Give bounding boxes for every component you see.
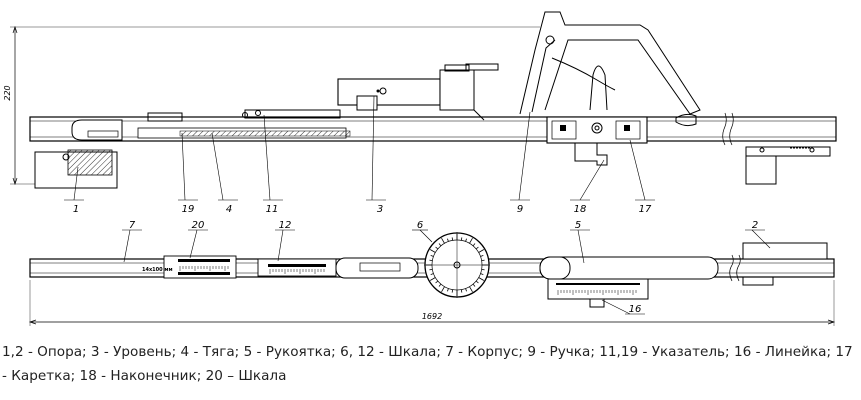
callout-1: 1 [73, 204, 79, 215]
dial-tick [460, 237, 463, 241]
callout-12: 12 [279, 220, 292, 231]
dial-tick [480, 255, 484, 257]
dial-tick [460, 289, 463, 293]
callout-4: 4 [226, 204, 232, 215]
callout-20: 20 [192, 220, 205, 231]
dial-tick [430, 255, 434, 257]
dimension-length: 1692 [422, 312, 442, 321]
dial-tick [451, 237, 454, 241]
dial-tick [472, 283, 476, 287]
dial-tick [441, 286, 445, 293]
dial-tick [480, 273, 484, 275]
callout-18: 18 [574, 204, 587, 215]
dial-tick [429, 259, 433, 262]
dial-tick [435, 246, 439, 250]
technical-drawing: 14x100 мм 1 19 4 11 3 9 18 17 7 20 12 6 … [3, 11, 837, 326]
dial-tick [469, 286, 473, 293]
dial-tick [472, 243, 476, 247]
dial-tick [465, 238, 467, 242]
dial-tick [435, 280, 439, 284]
callout-16: 16 [629, 304, 642, 315]
dial-tick [465, 288, 467, 292]
dial-tick [447, 288, 449, 292]
dial-tick [469, 237, 473, 244]
dial-tick [478, 277, 485, 281]
dial-tick [429, 277, 436, 281]
callout-19: 19 [182, 204, 195, 215]
callout-3: 3 [377, 204, 383, 215]
scale-marking: 14x100 мм [142, 267, 173, 273]
dial-tick [475, 246, 479, 250]
callout-7: 7 [129, 220, 136, 231]
callout-6: 6 [417, 220, 423, 231]
callout-5: 5 [575, 220, 581, 231]
callout-17: 17 [639, 204, 652, 215]
dial-tick [438, 243, 442, 247]
dial-tick [441, 237, 445, 244]
dimension-height: 220 [3, 85, 12, 100]
dial-tick [429, 268, 433, 271]
dial-tick [438, 283, 442, 287]
dial-tick [451, 289, 454, 293]
dial-tick [481, 259, 485, 262]
dial-tick [430, 273, 434, 275]
callout-9: 9 [517, 204, 523, 215]
dial-tick [478, 249, 485, 253]
callout-2: 2 [752, 220, 758, 231]
dial-tick [475, 280, 479, 284]
dial-tick [481, 268, 485, 271]
callout-11: 11 [266, 204, 279, 215]
dial-tick [447, 238, 449, 242]
figure-caption: 1,2 - Опора; 3 - Уровень; 4 - Тяга; 5 - … [2, 344, 853, 384]
dial-tick [429, 249, 436, 253]
